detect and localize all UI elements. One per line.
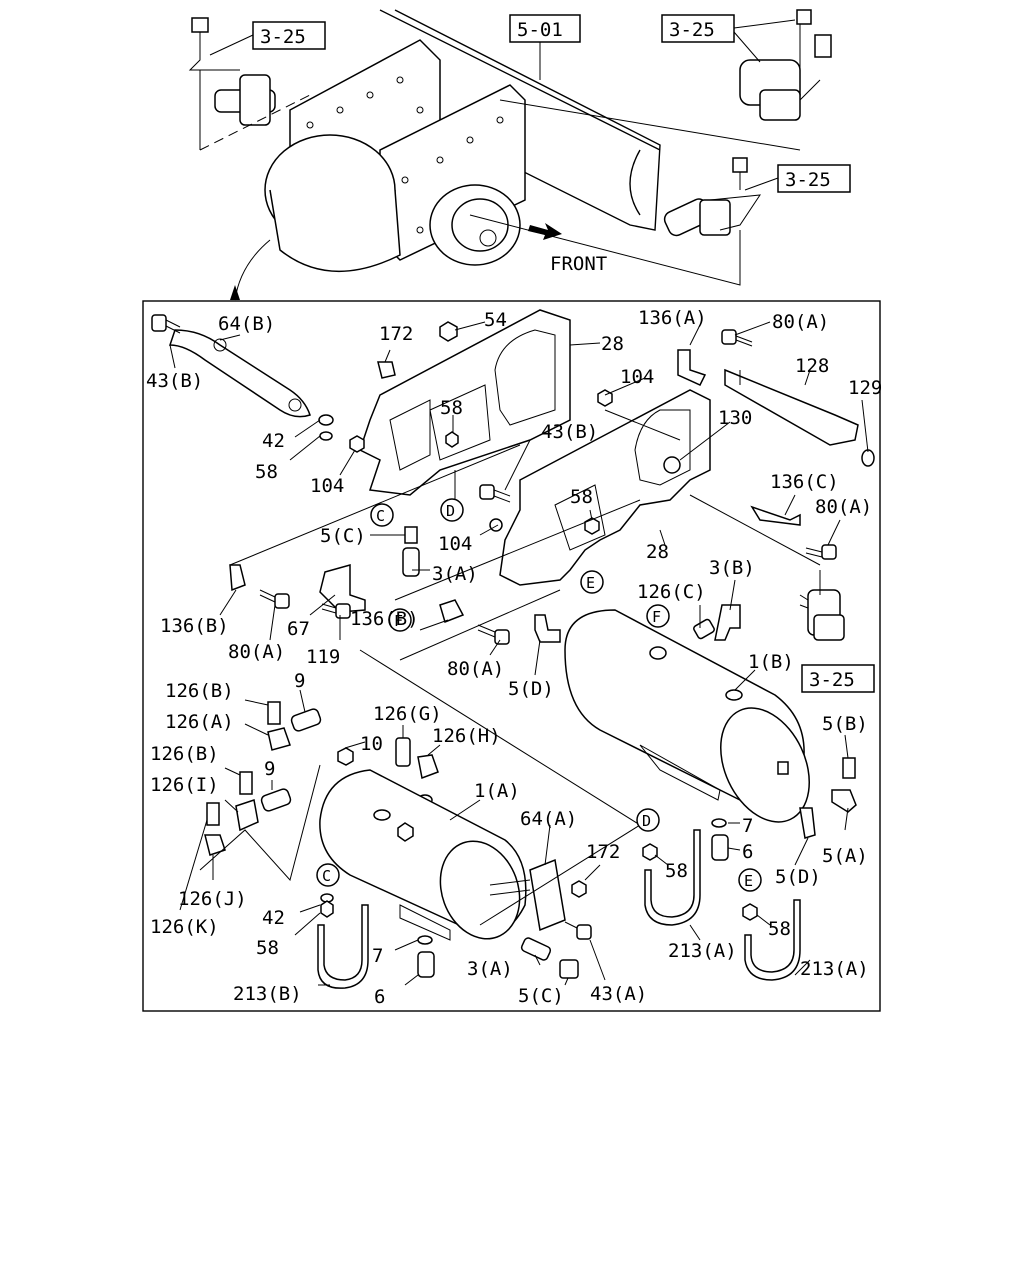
overview-holes (306, 76, 504, 234)
part-label: 172 (586, 841, 620, 863)
part-label: 10 (360, 733, 383, 755)
part-label: 64(A) (520, 808, 577, 830)
part-label: 5(A) (822, 845, 868, 867)
part-label: 5(D) (508, 678, 554, 700)
part-label: 54 (484, 309, 507, 331)
svg-text:5-01: 5-01 (517, 19, 563, 41)
detail-frame (142, 300, 881, 1012)
part-label: 80(A) (772, 311, 829, 333)
part-label: 126(J) (178, 888, 247, 910)
part-label: 58 (440, 397, 463, 419)
part-label: 126(G) (373, 703, 442, 725)
part-label: 58 (256, 937, 279, 959)
part-label: 136(C) (770, 471, 839, 493)
part-label: 7 (372, 945, 383, 967)
part-label: 28 (601, 333, 624, 355)
part-label: 104 (620, 366, 654, 388)
part-label: 5(B) (822, 713, 868, 735)
marker: F (394, 612, 403, 630)
marker: E (586, 574, 595, 592)
marker: E (744, 872, 753, 890)
part-label: 213(B) (233, 983, 302, 1005)
part-label: 5(D) (775, 866, 821, 888)
part-label: 80(A) (447, 658, 504, 680)
part-label: 64(B) (218, 313, 275, 335)
part-label: 136(B) (350, 608, 419, 630)
svg-text:3-25: 3-25 (785, 169, 831, 191)
part-label: 58 (665, 860, 688, 882)
svg-text:3-25: 3-25 (260, 26, 306, 48)
part-label: 42 (262, 430, 285, 452)
ref-box-3-25-detail (801, 664, 875, 693)
part-label: 126(I) (150, 774, 219, 796)
part-label: 119 (306, 646, 340, 668)
part-label: 104 (310, 475, 344, 497)
part-label: 126(H) (432, 725, 501, 747)
part-label: 126(B) (165, 680, 234, 702)
marker: F (652, 608, 661, 626)
part-label: 9 (294, 670, 305, 692)
part-label: 7 (742, 815, 753, 837)
part-label: 3(B) (709, 557, 755, 579)
marker: D (446, 502, 455, 520)
part-label: 172 (379, 323, 413, 345)
ref-box-3-25-right-mid (777, 164, 851, 193)
part-label: 3(A) (467, 958, 513, 980)
part-label: 213(A) (668, 940, 737, 962)
part-label: 43(B) (146, 370, 203, 392)
part-label: 58 (570, 486, 593, 508)
svg-text:3-25: 3-25 (669, 19, 715, 41)
front-label: FRONT (550, 253, 607, 275)
marker: C (376, 507, 385, 525)
part-label: 1(B) (748, 651, 794, 673)
part-label: 104 (438, 533, 472, 555)
part-label: 67 (287, 618, 310, 640)
ref-3-25-detail: 3-25 (809, 669, 855, 691)
part-label: 43(B) (541, 421, 598, 443)
overview-assembly: FRONT 5-01 3-25 3-25 (188, 9, 851, 301)
part-label: 126(C) (637, 581, 706, 603)
part-label: 9 (264, 758, 275, 780)
part-label: 126(B) (150, 743, 219, 765)
part-label: 130 (718, 407, 752, 429)
part-label: 28 (646, 541, 669, 563)
marker: C (322, 867, 331, 885)
part-labels: 64(B) 172 54 28 43(B) 58 42 104 58 43(B)… (146, 307, 882, 1008)
part-label: 126(K) (150, 916, 219, 938)
part-label: 58 (255, 461, 278, 483)
part-label: 129 (848, 377, 882, 399)
part-label: 5(C) (320, 525, 366, 547)
overview-valve-left (188, 17, 311, 151)
part-label: 1(A) (474, 780, 520, 802)
part-label: 126(A) (165, 711, 234, 733)
ref-box-5-01 (509, 14, 581, 43)
part-label: 136(B) (160, 615, 229, 637)
circle-markers: C D E F F D E C (316, 498, 762, 892)
part-label: 80(A) (815, 496, 872, 518)
part-label: 128 (795, 355, 829, 377)
marker: D (642, 812, 651, 830)
front-arrow-icon (528, 223, 562, 240)
detail-parts (151, 309, 875, 989)
part-label: 213(A) (800, 958, 869, 980)
part-label: 6 (374, 986, 385, 1008)
overview-valve-right-mid (663, 157, 762, 237)
overview-valve-right-top (739, 9, 832, 121)
part-label: 80(A) (228, 641, 285, 663)
part-label: 136(A) (638, 307, 707, 329)
part-label: 3(A) (432, 563, 478, 585)
part-label: 6 (742, 841, 753, 863)
part-label: 58 (768, 918, 791, 940)
leader-lines (169, 321, 869, 986)
part-label: 42 (262, 907, 285, 929)
part-label: 5(C) (518, 985, 564, 1007)
ref-box-3-25-right-top (661, 14, 735, 43)
part-label: 43(A) (590, 983, 647, 1005)
